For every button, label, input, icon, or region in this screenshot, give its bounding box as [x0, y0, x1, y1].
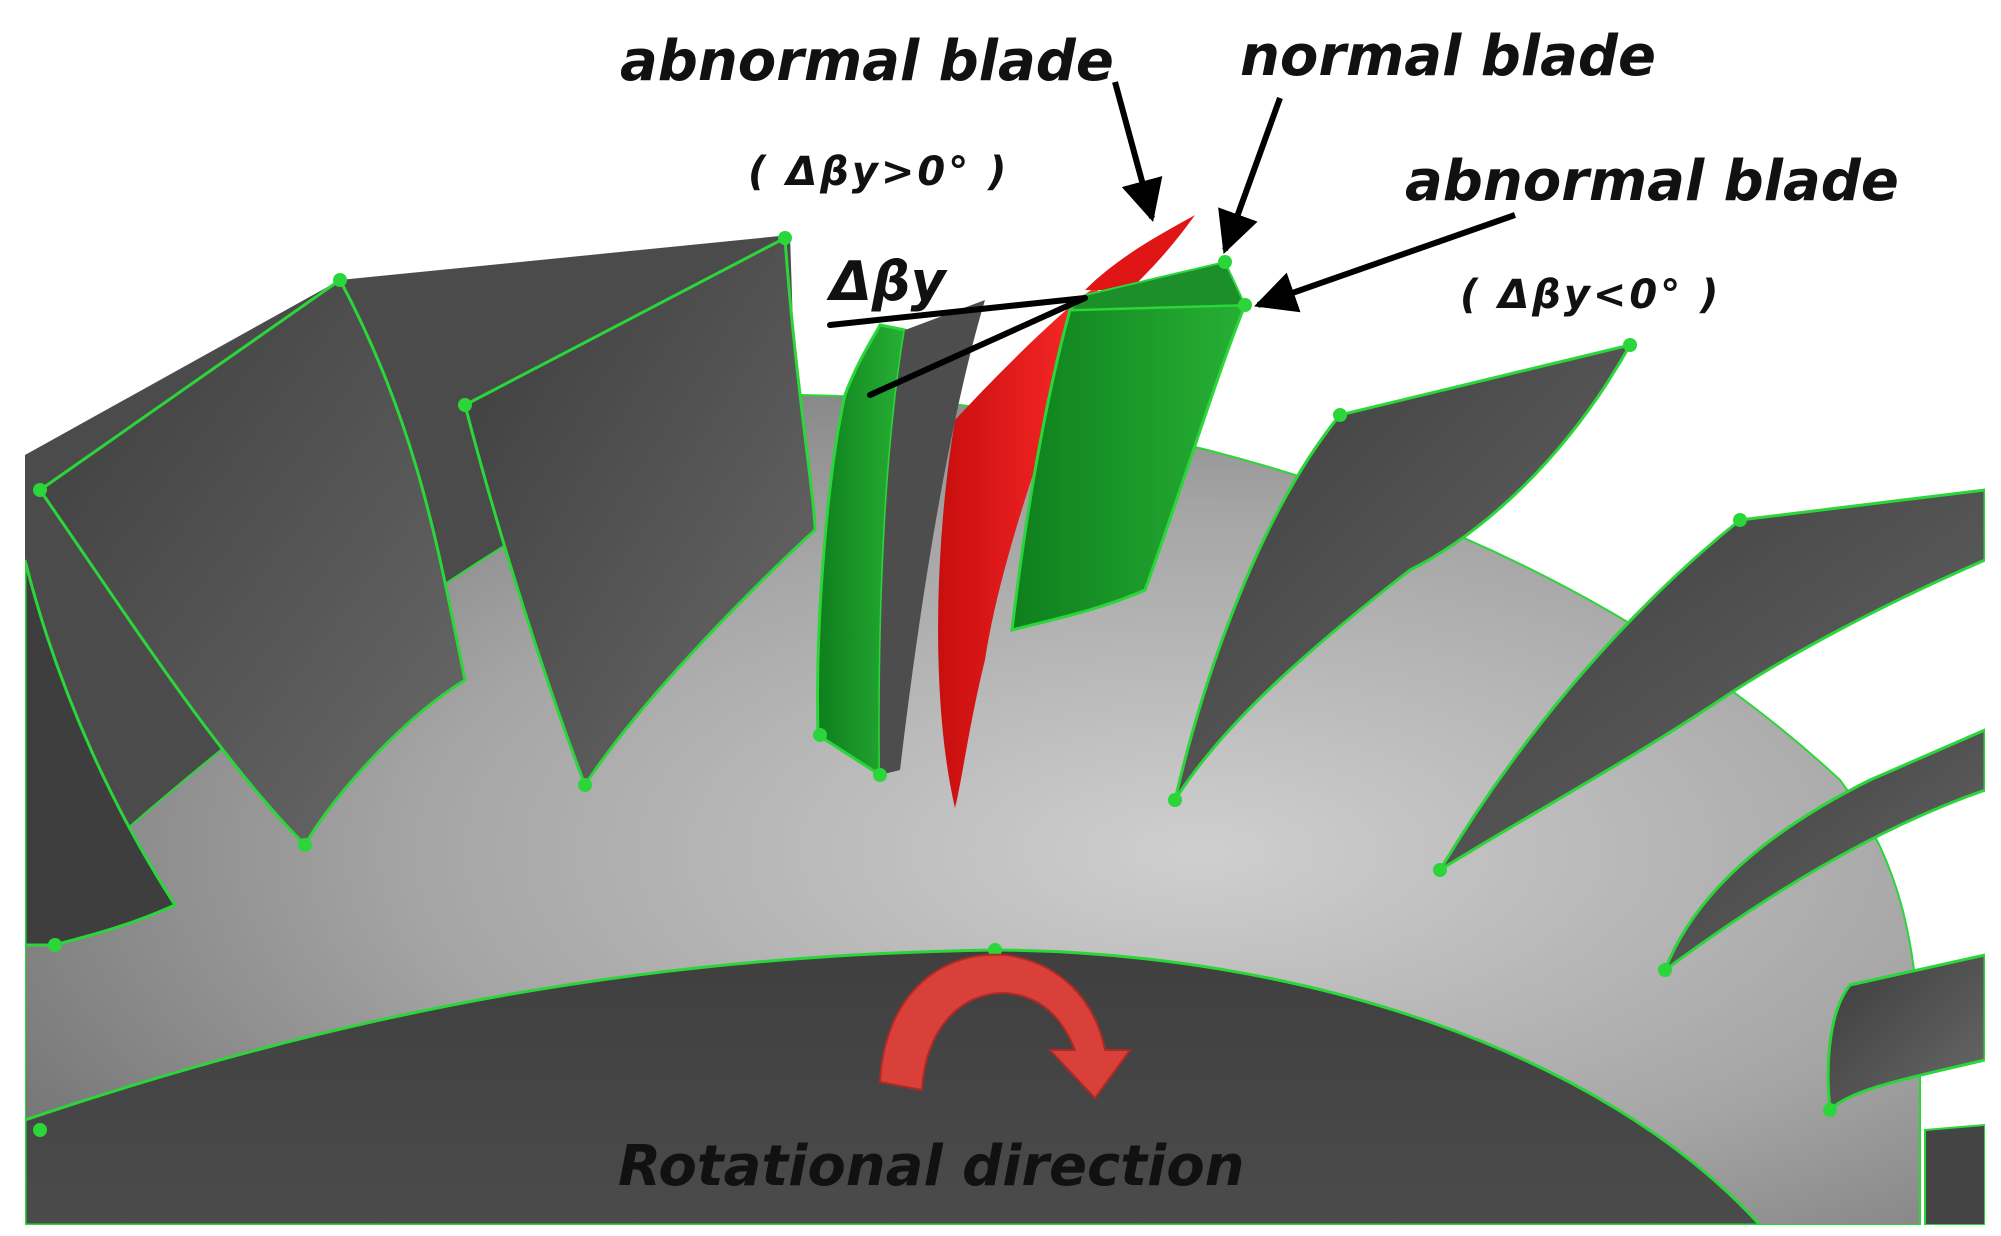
blade-right-5	[1924, 1123, 1985, 1225]
label-abnormal-negative-condition: ( Δβy<0° )	[1460, 272, 1721, 318]
label-abnormal-blade-negative: abnormal blade	[1405, 149, 1899, 214]
label-abnormal-blade-positive: abnormal blade	[620, 29, 1114, 94]
normal-blade	[938, 285, 1100, 808]
label-delta-beta-y: Δβy	[826, 250, 948, 313]
blade-left-3	[25, 559, 178, 947]
abnormal-blade-negative	[1010, 303, 1248, 633]
blade-right-2	[1438, 488, 1985, 872]
vertex-markers	[33, 231, 1837, 1137]
pointer-arrows	[1112, 81, 1516, 313]
label-abnormal-positive-condition: ( Δβy>0° )	[748, 149, 1009, 195]
normal-blade-tip	[1085, 215, 1195, 290]
label-normal-blade: normal blade	[1240, 24, 1656, 89]
delta-angle-lines	[827, 295, 1088, 398]
rotation-arrow-icon	[878, 953, 1132, 1100]
blade-left-1	[37, 277, 467, 848]
blade-left-2	[463, 235, 817, 789]
blade-right-1	[1173, 342, 1633, 801]
abnormal-blade-positive-shadow	[879, 300, 985, 775]
label-rotational-direction: Rotational direction	[618, 1134, 1245, 1199]
